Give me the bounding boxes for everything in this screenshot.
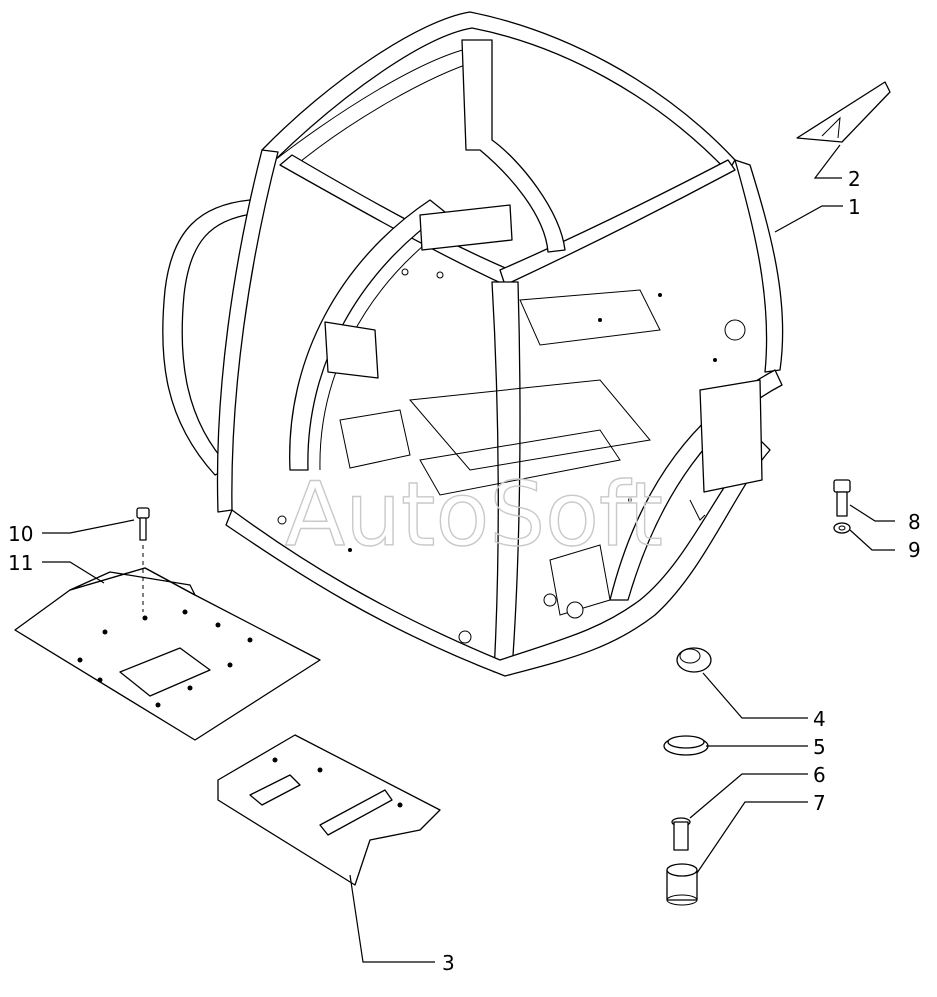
grommet-part-4 bbox=[676, 647, 712, 673]
bolt-part-8 bbox=[833, 479, 851, 517]
bolt-part-10 bbox=[136, 507, 150, 612]
cap-part-5 bbox=[663, 735, 709, 756]
lower-bracket-part-3 bbox=[217, 734, 441, 886]
callout-3: 3 bbox=[442, 951, 455, 975]
callout-5: 5 bbox=[813, 735, 826, 759]
watermark: AutoSoft bbox=[285, 463, 663, 566]
bushing-part-6 bbox=[671, 817, 691, 851]
callout-9: 9 bbox=[908, 538, 921, 562]
callout-8: 8 bbox=[908, 510, 921, 534]
callout-10: 10 bbox=[8, 522, 33, 546]
callout-6: 6 bbox=[813, 763, 826, 787]
cab-frame bbox=[162, 11, 784, 677]
spacer-part-7 bbox=[666, 863, 698, 906]
callout-11: 11 bbox=[8, 551, 33, 575]
callout-1: 1 bbox=[848, 195, 861, 219]
callout-labels: 2 1 3 4 5 6 7 8 9 10 11 bbox=[8, 167, 921, 975]
callout-4: 4 bbox=[813, 707, 826, 731]
corner-bracket-part-2 bbox=[796, 81, 891, 143]
callout-2: 2 bbox=[848, 167, 861, 191]
callout-7: 7 bbox=[813, 791, 826, 815]
washer-part-9 bbox=[833, 522, 851, 534]
floor-plate-part-11 bbox=[14, 567, 321, 741]
leader-lines bbox=[42, 144, 895, 963]
